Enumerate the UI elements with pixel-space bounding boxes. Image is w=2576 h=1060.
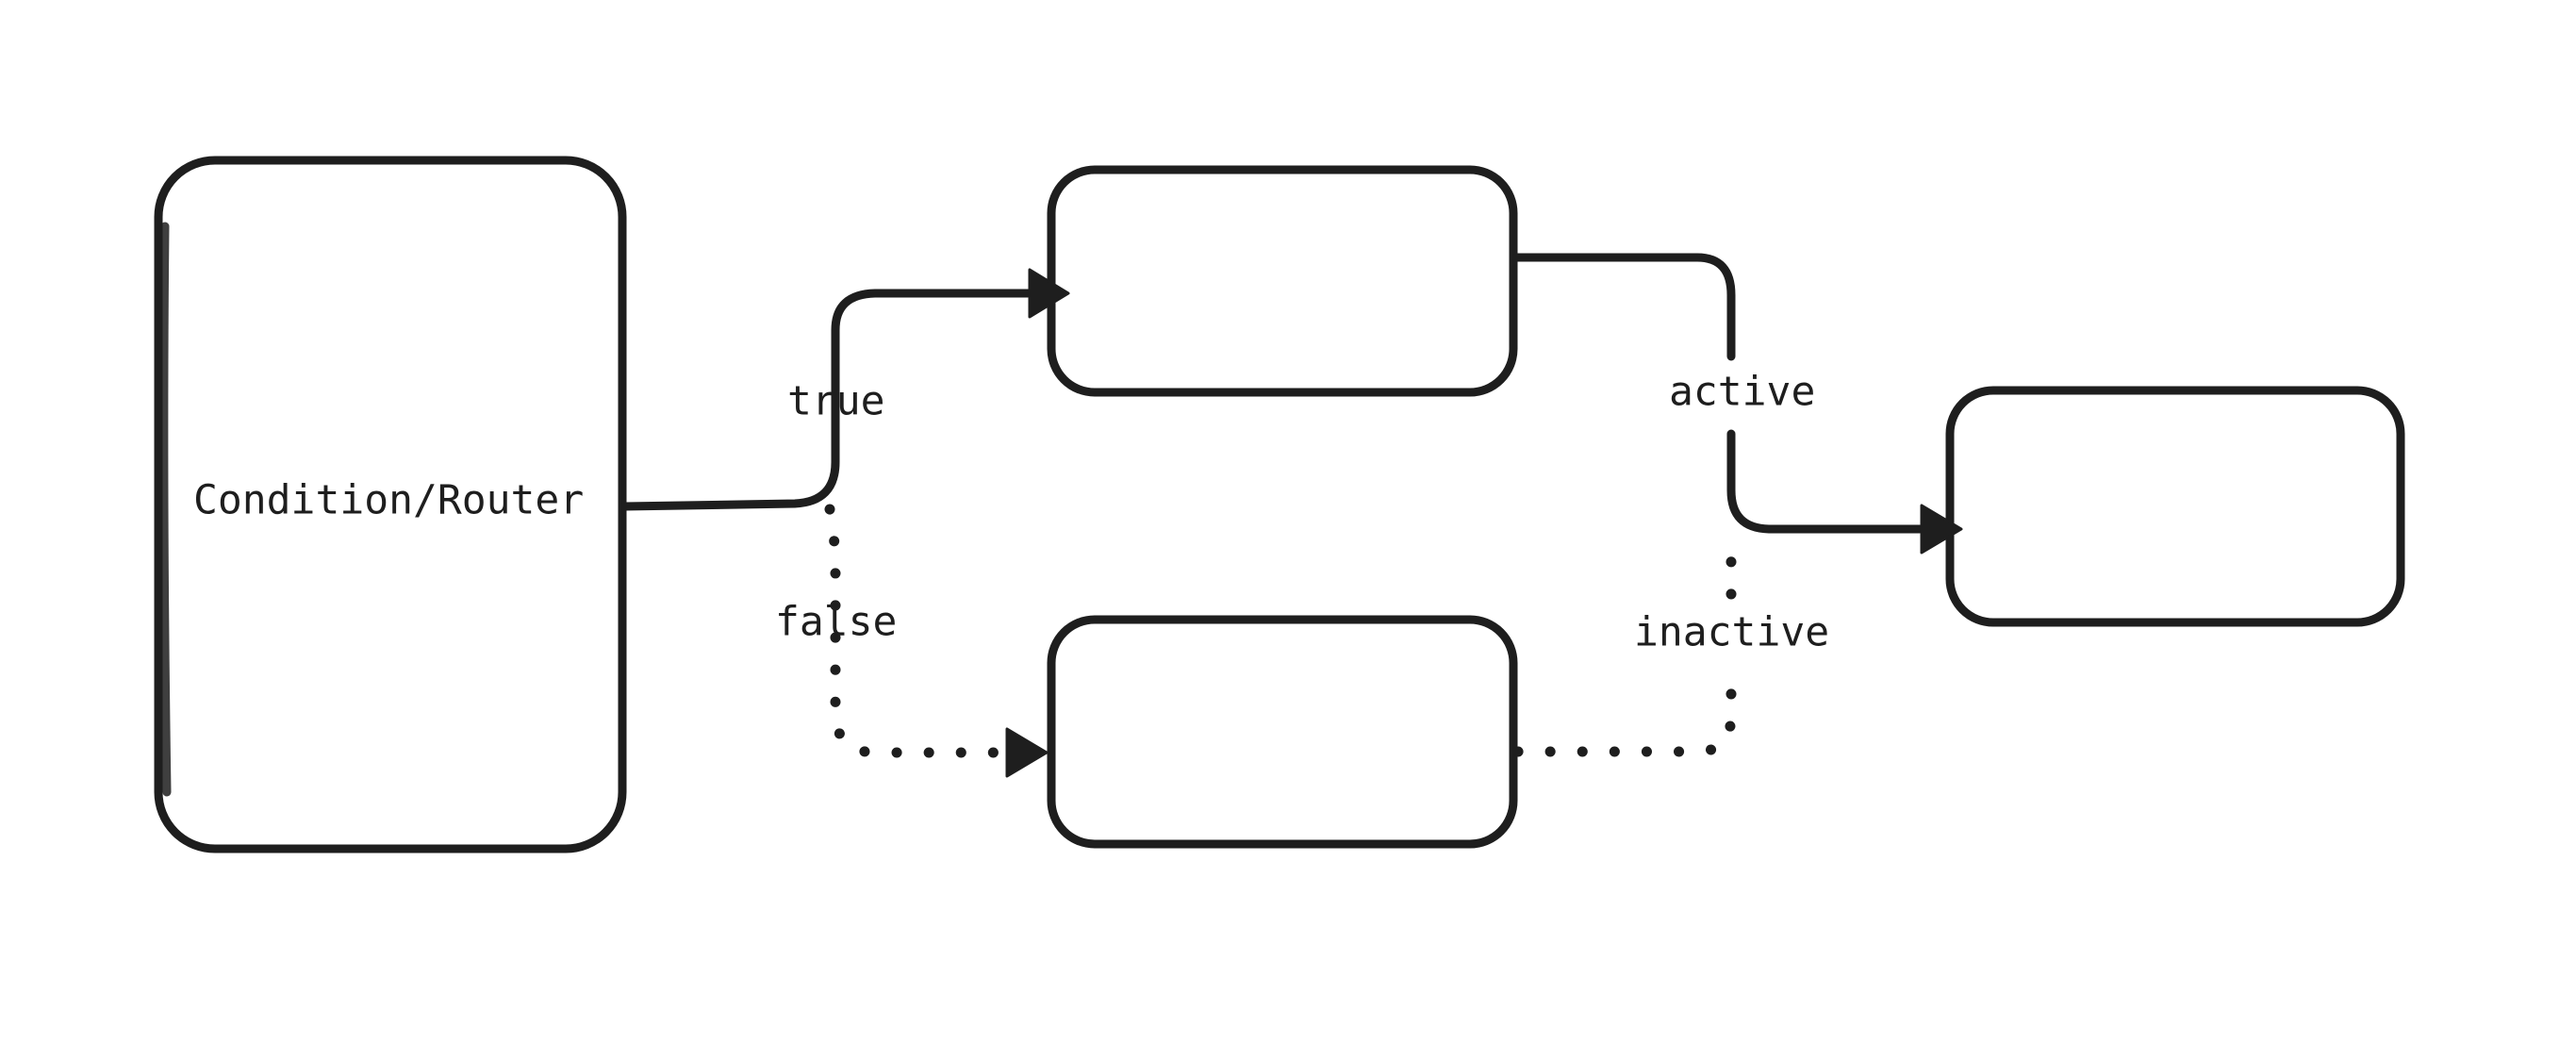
edge-active[interactable]: active xyxy=(1511,253,1963,555)
node-false-branch-shape[interactable] xyxy=(1047,615,1518,849)
edge-active-arrowhead xyxy=(1920,504,1963,555)
edge-inactive-line[interactable] xyxy=(1512,666,1737,757)
edge-false-arrowhead xyxy=(1005,727,1049,778)
edge-active-line[interactable] xyxy=(1511,253,1736,361)
edge-true-arrowhead xyxy=(1028,268,1070,319)
edge-active-line-lower[interactable] xyxy=(1726,429,1924,534)
edge-true[interactable]: true xyxy=(619,268,1070,511)
edge-inactive[interactable]: inactive xyxy=(1512,547,1829,757)
node-true-branch-shape[interactable] xyxy=(1047,165,1518,397)
node-condition-router-sketch-stroke xyxy=(159,222,172,797)
edge-active-label: active xyxy=(1669,369,1815,416)
edge-false[interactable]: false xyxy=(775,504,1049,778)
edge-true-label: true xyxy=(787,378,885,425)
node-merge-shape[interactable] xyxy=(1945,386,2405,627)
edge-inactive-label: inactive xyxy=(1634,609,1829,656)
edge-true-line[interactable] xyxy=(619,289,1032,511)
node-condition-router-label: Condition/Router xyxy=(193,477,584,524)
node-false-branch[interactable] xyxy=(1047,615,1518,849)
node-merge[interactable] xyxy=(1945,386,2405,627)
node-true-branch[interactable] xyxy=(1047,165,1518,397)
edge-false-label: false xyxy=(775,599,897,646)
node-condition-router[interactable]: Condition/Router xyxy=(154,156,627,853)
